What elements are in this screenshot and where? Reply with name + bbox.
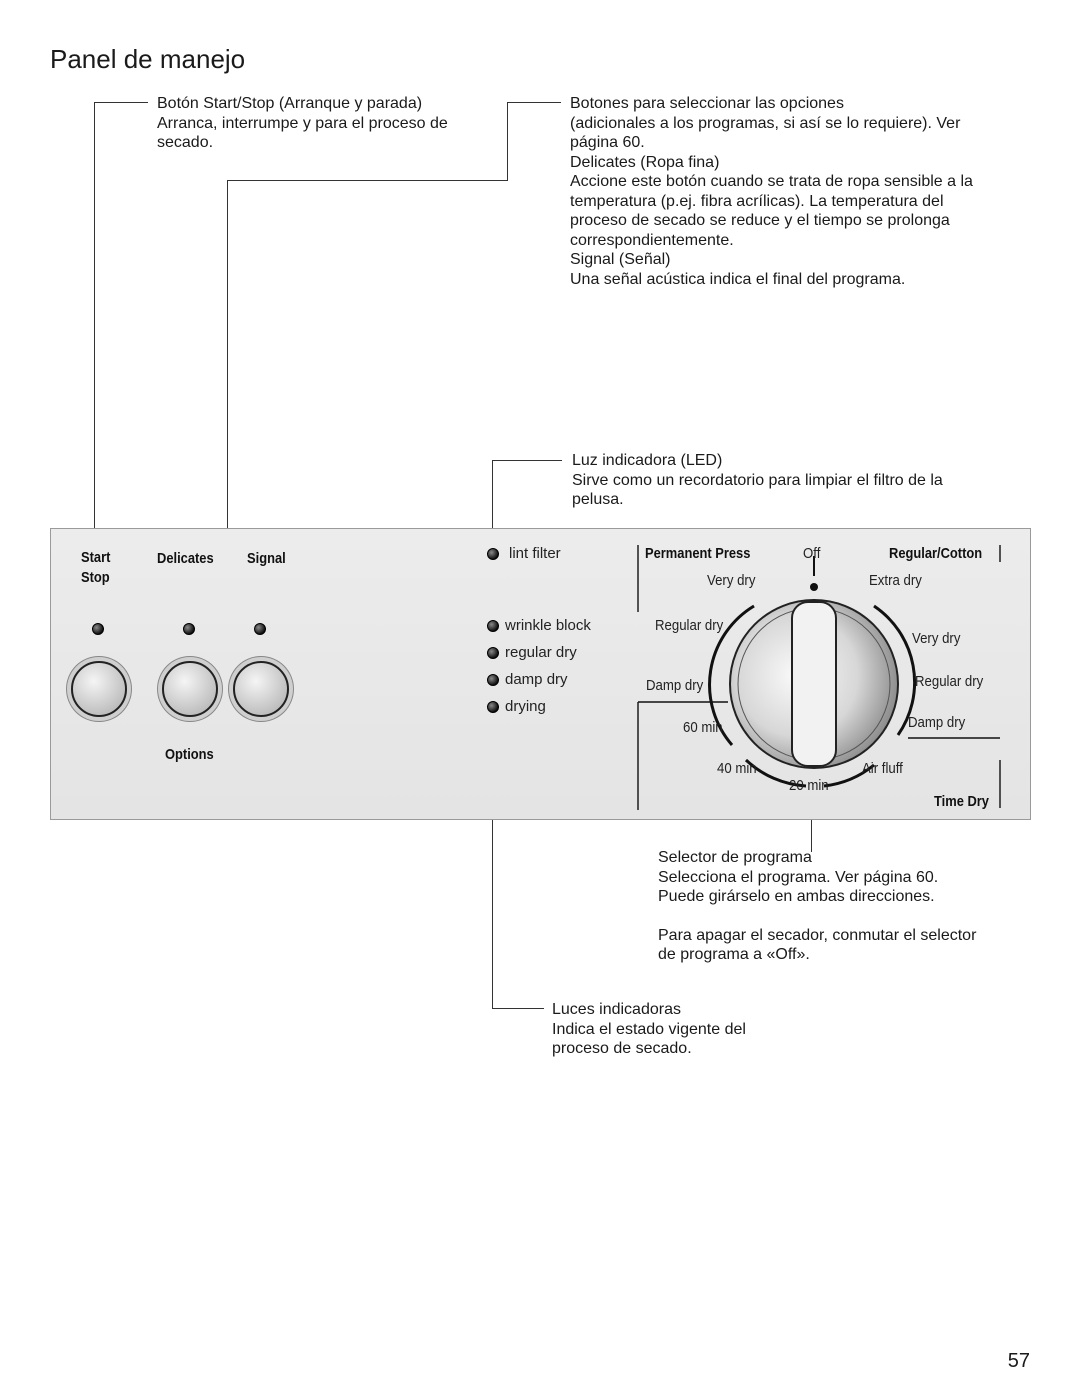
led-heading: Luz indicadora (LED) [572, 452, 723, 469]
signal-button[interactable] [233, 661, 289, 717]
status-drying: drying [487, 698, 546, 715]
start-label: Start [81, 549, 111, 566]
selector-callout: Selector de programa Selecciona el progr… [658, 848, 978, 965]
dial-scale-arc [873, 604, 917, 736]
leader-line [94, 102, 148, 103]
options-callout: Botones para seleccionar las opciones (a… [570, 94, 980, 289]
selector-heading: Selector de programa [658, 849, 812, 866]
pp-regular-dry-label: Regular dry [655, 617, 724, 634]
lint-filter-label: lint filter [509, 545, 561, 562]
selector-body: Selecciona el programa. Ver página 60. P… [658, 868, 939, 906]
start-stop-callout: Botón Start/Stop (Arranque y parada) Arr… [157, 94, 477, 153]
rc-extra-dry-label: Extra dry [869, 572, 922, 589]
dial-scale-arc [708, 604, 755, 746]
stop-label: Stop [81, 569, 110, 586]
led-callout: Luz indicadora (LED) Sirve como un recor… [572, 451, 962, 510]
air-fluff-label: Air fluff [862, 760, 903, 777]
signal-body: Una señal acústica indica el final del p… [570, 270, 906, 288]
delicates-label: Delicates [157, 550, 214, 567]
time-20-label: 20 min [789, 777, 829, 794]
rc-regular-dry-label: Regular dry [915, 673, 984, 690]
page-number: 57 [1007, 1350, 1030, 1372]
delicates-heading: Delicates (Ropa fina) [570, 153, 720, 171]
status-label: regular dry [505, 644, 577, 661]
delicates-button[interactable] [162, 661, 218, 717]
status-wrinkle-block: wrinkle block [487, 617, 591, 634]
options-heading: Botones para seleccionar las opciones [570, 95, 844, 112]
rc-damp-dry-label: Damp dry [908, 714, 966, 731]
off-label: Off [803, 545, 821, 562]
leader-line [227, 180, 228, 548]
signal-heading: Signal (Señal) [570, 251, 671, 268]
start-stop-body: Arranca, interrumpe y para el proceso de… [157, 114, 448, 152]
status-damp-dry: damp dry [487, 671, 568, 688]
leader-line [94, 102, 95, 548]
delicates-body: Accione este botón cuando se trata de ro… [570, 173, 973, 249]
status-led [487, 619, 499, 632]
lint-filter-indicator: lint filter [487, 545, 561, 562]
led-body: Sirve como un recordatorio para limpiar … [572, 471, 943, 509]
start-led [92, 623, 104, 635]
leader-line [507, 102, 508, 180]
leader-line [507, 102, 561, 103]
time-dry-label: Time Dry [934, 793, 989, 810]
dial-grip[interactable] [791, 601, 837, 767]
permanent-press-label: Permanent Press [645, 545, 751, 562]
leader-line [492, 460, 562, 461]
regular-cotton-label: Regular/Cotton [889, 545, 983, 562]
indicators-body: Indica el estado vigente del proceso de … [552, 1020, 746, 1058]
indicators-heading: Luces indicadoras [552, 1001, 681, 1018]
leader-line [811, 810, 812, 852]
dial-scale-arc [823, 763, 875, 788]
signal-label: Signal [247, 550, 286, 567]
status-label: drying [505, 698, 546, 715]
signal-led [254, 623, 266, 635]
options-body: (adicionales a los programas, si así se … [570, 114, 961, 152]
status-led [487, 700, 499, 713]
status-regular-dry: regular dry [487, 644, 577, 661]
status-led [487, 673, 499, 686]
dial-scale-arc [744, 758, 807, 788]
program-selector[interactable] [636, 540, 1006, 815]
time-40-label: 40 min [717, 760, 757, 777]
start-stop-button[interactable] [71, 661, 127, 717]
leader-line [227, 180, 508, 181]
leader-line [492, 720, 493, 1008]
time-60-label: 60 min [683, 719, 723, 736]
leader-line [492, 460, 493, 545]
page-title: Panel de manejo [50, 44, 246, 74]
rc-very-dry-label: Very dry [912, 630, 961, 647]
status-led [487, 646, 499, 659]
status-label: wrinkle block [505, 617, 591, 634]
selector-note: Para apagar el secador, conmutar el sele… [658, 926, 977, 964]
indicators-callout: Luces indicadoras Indica el estado vigen… [552, 1000, 772, 1059]
leader-line [492, 1008, 544, 1009]
off-indicator-dot [810, 583, 818, 591]
start-stop-heading-suffix: (Arranque y parada) [274, 95, 423, 112]
options-label: Options [165, 746, 214, 763]
lint-filter-led [487, 547, 499, 560]
delicates-led [183, 623, 195, 635]
pp-very-dry-label: Very dry [707, 572, 756, 589]
start-stop-heading: Botón Start/Stop [157, 95, 275, 112]
status-label: damp dry [505, 671, 568, 688]
pp-damp-dry-label: Damp dry [646, 677, 704, 694]
